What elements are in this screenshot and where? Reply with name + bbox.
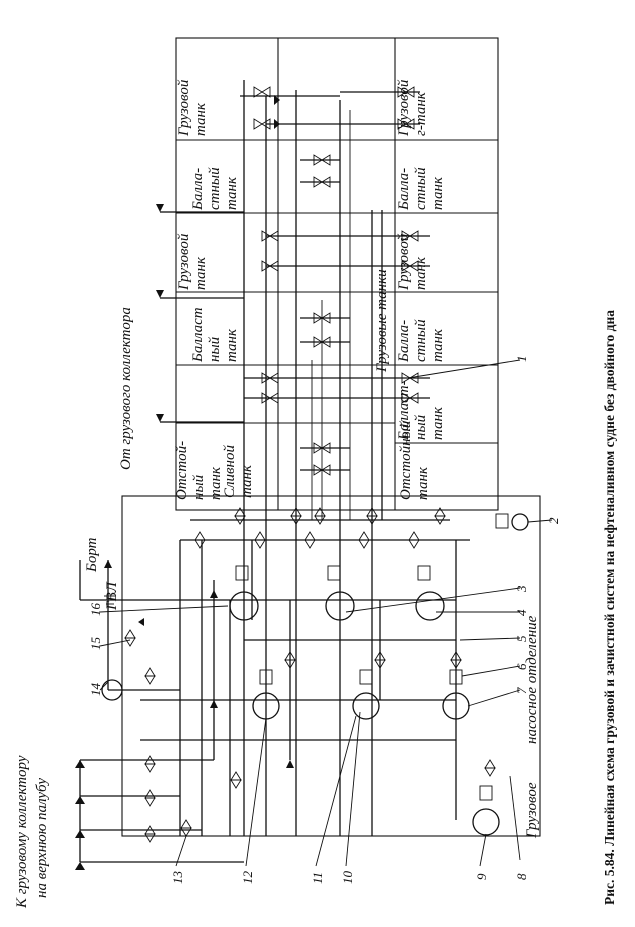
bottom-tank-label-2-line-1: Баллаcт- [396,380,412,441]
bottom-tank-label-2-line-2: ный [413,414,429,440]
callout-9: 9 [474,873,489,880]
callout-5: 5 [514,635,529,642]
bottom-tank-label-5-line-1: Балла- [396,168,412,211]
bottom-tank-label-5-line-3: танк [430,176,446,210]
pump-room-frame [121,495,541,837]
pump-10 [352,692,380,720]
top-tank-label-6-line-1: Грузовой [176,79,192,137]
bottom-tank-label-6-line-1: Грузовой [396,79,412,137]
top-tank-label-2-line-1: Сливной [222,445,238,498]
filter-f [449,669,463,685]
callout-11: 11 [310,872,325,884]
main-piping [160,80,430,836]
callout-13: 13 [170,871,185,885]
filter-g [479,785,493,801]
bottom-tank-label-5-line-2: стный [413,167,429,210]
callout-15: 15 [88,637,103,651]
top-tank-label-3-line-1: Балласт [190,307,206,363]
pump-9 [472,808,500,836]
top-tank-label-1-line-1: Отстой- [174,441,190,500]
bottom-tank-label-1-line-2: танк [415,466,431,500]
bottom-tank-label-2-line-3: танк [430,406,446,440]
callout-7: 7 [514,687,529,694]
arrowheads [75,95,294,870]
label-to-deck-2: на верхнюю палубу [34,778,50,898]
label-to-deck-1: К грузовому коллектору [14,755,30,909]
top-tank-label-2-line-2: танк [239,464,255,498]
pump-4 [415,591,445,621]
callout-1: 1 [514,356,529,363]
filter-a [327,565,341,581]
top-tank-label-4-line-2: танк [193,256,209,290]
bottom-tank-label-4-line-2: танк [413,256,429,290]
pump-14 [101,679,123,701]
filter-d [259,669,273,685]
callout-10: 10 [340,871,355,885]
top-tank-label-6-line-2: танк [193,102,209,136]
callout-8: 8 [514,873,529,880]
callout-14: 14 [88,683,103,697]
label-pump-room: насосное отделение [524,615,540,744]
top-tank-label-3-line-2: ный [207,336,223,362]
callout-4: 4 [514,609,529,616]
waterline-symbol [104,595,116,605]
callout-2: 2 [546,517,561,524]
pumps [101,513,529,836]
tank-block [175,37,499,511]
pump-room-piping [79,519,470,863]
top-tank-label-1-line-3: танк [208,466,224,500]
label-waterline: ГВЛ [104,581,120,611]
callouts: 1 2 3 4 5 6 7 8 9 10 11 12 13 14 15 16 [88,356,561,885]
bottom-tank-label-3-line-1: Балла- [396,320,412,363]
top-tank-label-3-line-3: танк [224,328,240,362]
bottom-tank-label-6-line-2: г-танк [413,91,429,136]
bottom-tank-label-3-line-2: стный [413,319,429,362]
top-tank-label-1-line-2: ный [191,474,207,500]
top-tank-label-5-line-3: танк [224,176,240,210]
callout-16: 16 [88,603,103,617]
filter-c [235,565,249,581]
top-tank-label-5-line-1: Балла- [190,168,206,211]
label-cargo-tanks: Грузовые танки [374,269,390,373]
figure-caption: Рис. 5.84. Линейная схема грузовой и зач… [602,310,617,905]
label-cargo-prefix: Грузовое [524,782,540,839]
callout-6: 6 [514,663,529,670]
filter-h [495,513,509,529]
bottom-tank-label-4-line-1: Грузовой [396,233,412,291]
pump-3 [325,591,355,621]
gauge-2 [511,513,529,531]
label-from-manifold: От грузового коллектора [118,307,134,470]
filter-b [417,565,431,581]
top-tank-label-5-line-2: стный [207,167,223,210]
bottom-tank-label-3-line-3: танк [430,328,446,362]
valves [124,86,496,843]
filter-e [359,669,373,685]
bottom-tank-label-1-line-1: Отстойный [398,420,414,500]
label-side: Борт [84,537,100,573]
top-tank-label-4-line-1: Грузовой [176,233,192,291]
callout-3: 3 [514,585,529,593]
callout-12: 12 [240,871,255,885]
pump-16 [229,591,259,621]
